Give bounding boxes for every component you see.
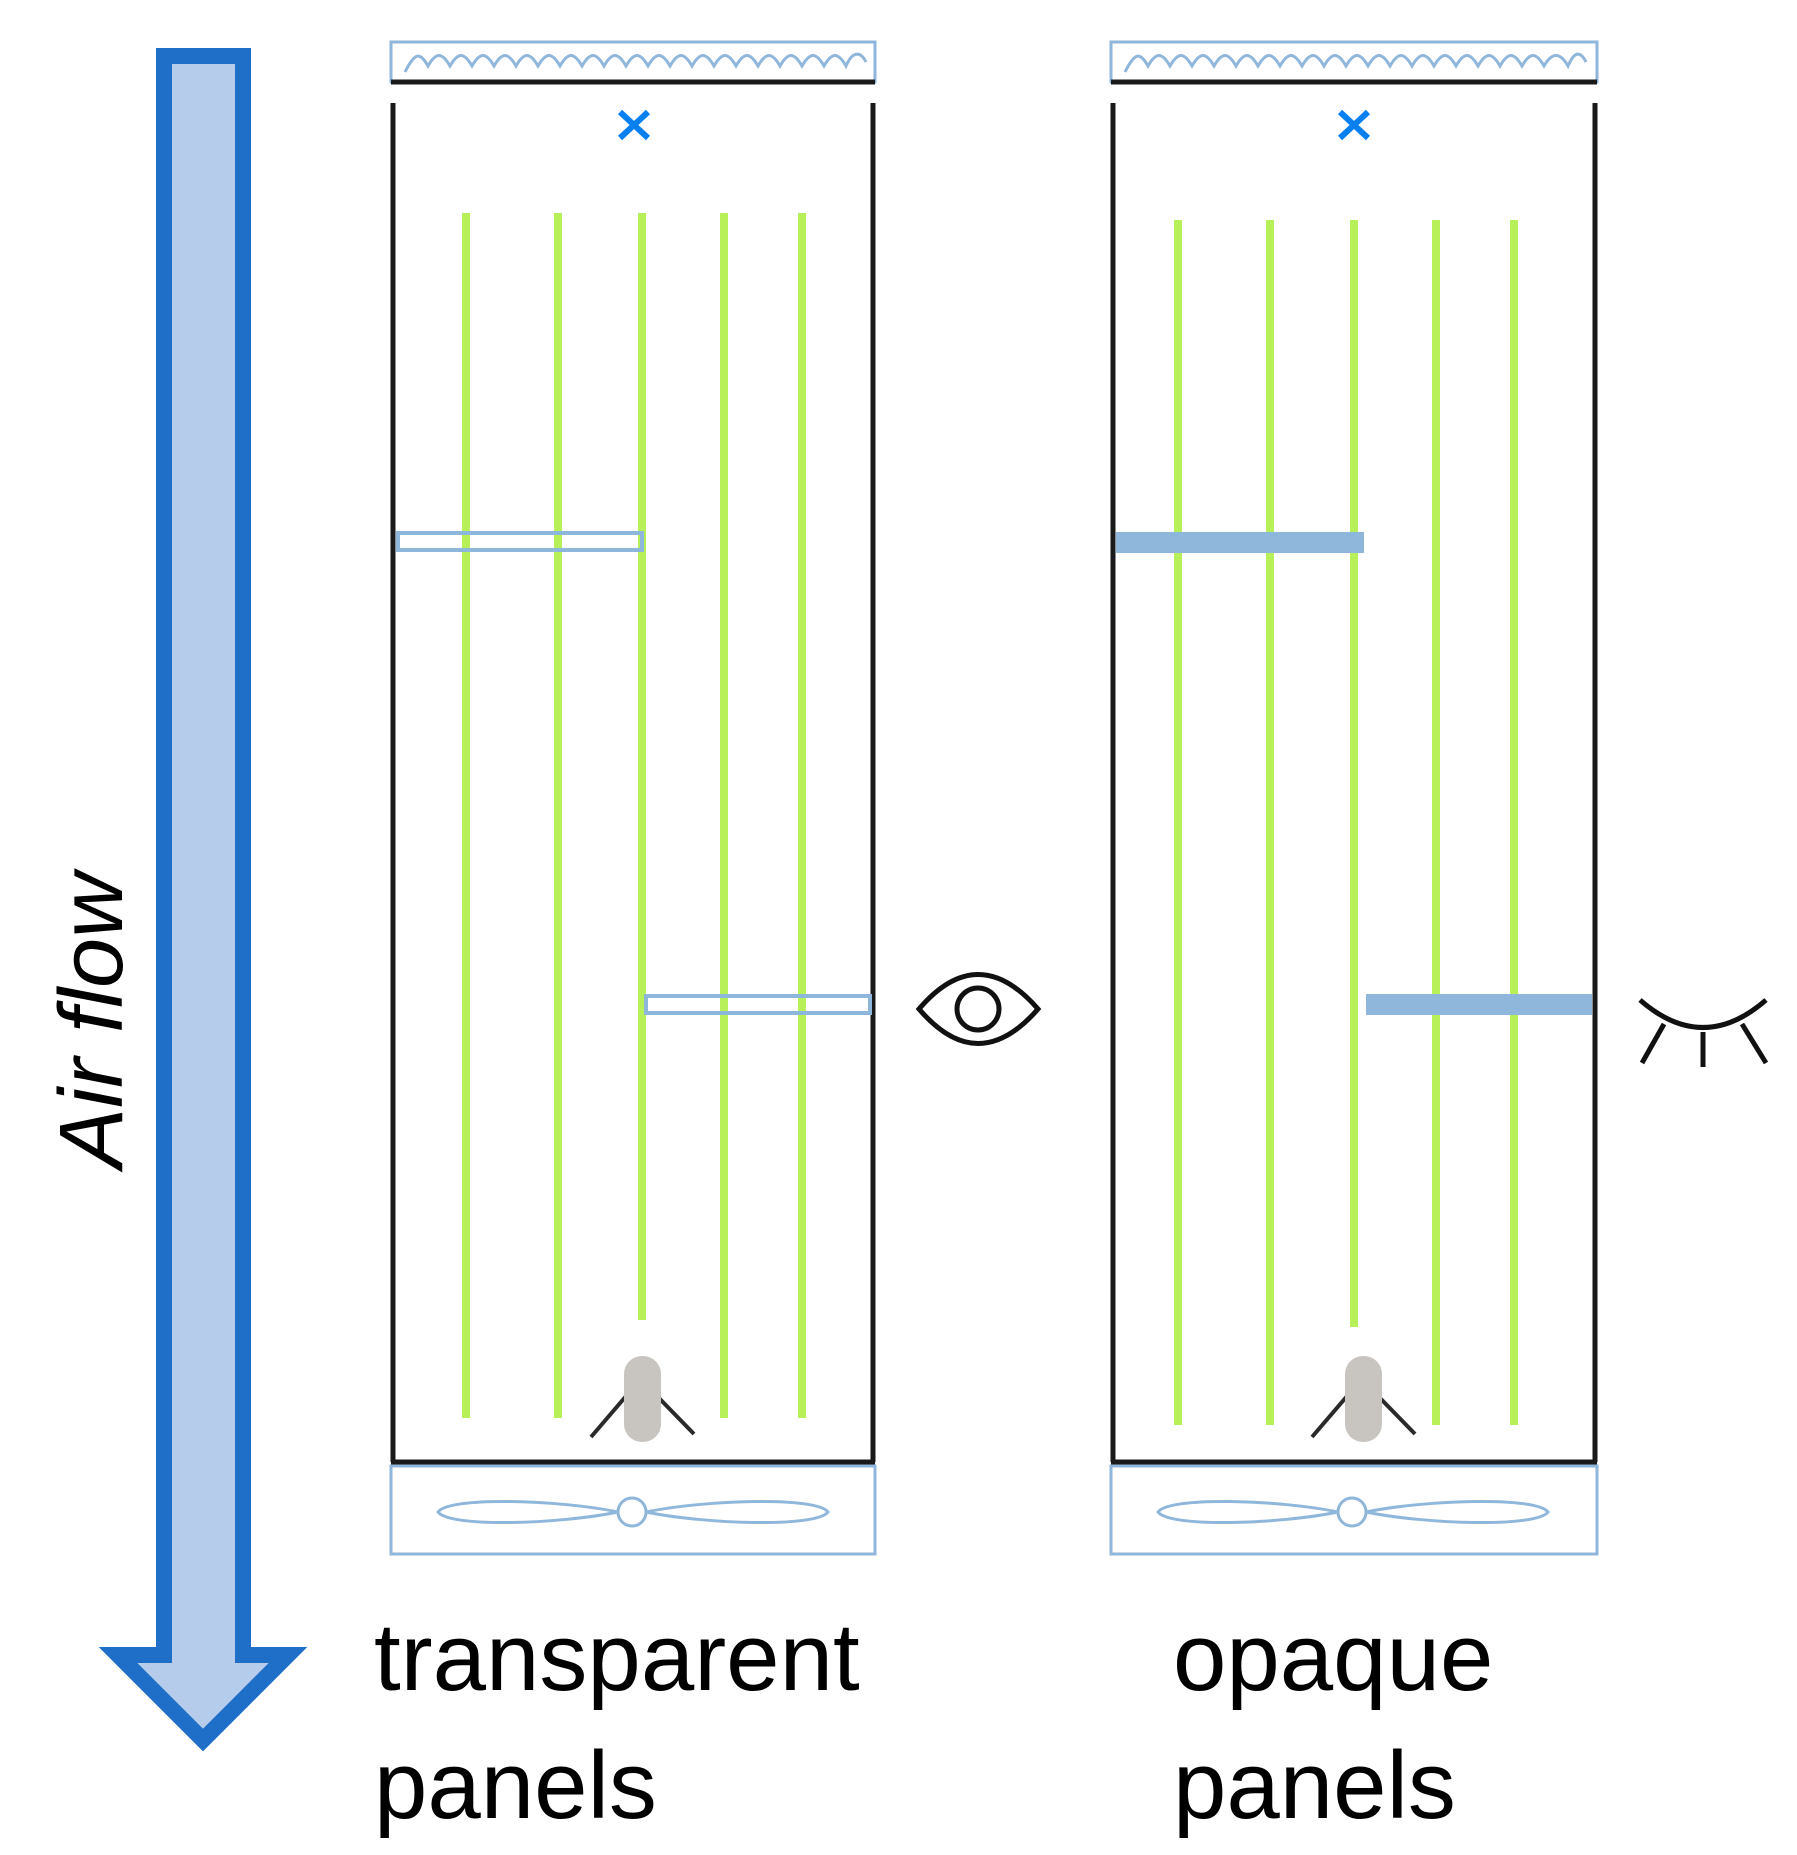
panel-upper xyxy=(396,531,644,552)
panel-upper xyxy=(1116,532,1364,553)
chamber-opaque xyxy=(1109,40,1599,1556)
fan-icon xyxy=(1109,1464,1599,1556)
x-marker-icon xyxy=(1337,109,1371,141)
air-flow-label: Air flow xyxy=(42,868,142,1173)
chamber-transparent xyxy=(389,40,877,1556)
caption-transparent-line2: panels xyxy=(374,1732,657,1839)
chamber-frame xyxy=(390,79,876,1465)
caption-opaque-line2: panels xyxy=(1173,1732,1456,1839)
x-marker-icon xyxy=(617,109,651,141)
panel-lower xyxy=(644,994,872,1015)
closed-eye-icon xyxy=(1638,998,1769,1067)
heater-icon xyxy=(1109,40,1599,84)
open-eye-icon xyxy=(915,972,1042,1046)
chamber-frame xyxy=(1110,79,1598,1465)
caption-transparent-line1: transparent xyxy=(374,1604,860,1711)
caption-opaque-line1: opaque xyxy=(1173,1604,1493,1711)
fly-icon xyxy=(1310,1356,1417,1442)
air-flow-arrow xyxy=(98,48,308,1752)
panel-lower xyxy=(1366,994,1592,1015)
fly-icon xyxy=(589,1356,696,1442)
heater-icon xyxy=(389,40,877,84)
fan-icon xyxy=(389,1464,877,1556)
